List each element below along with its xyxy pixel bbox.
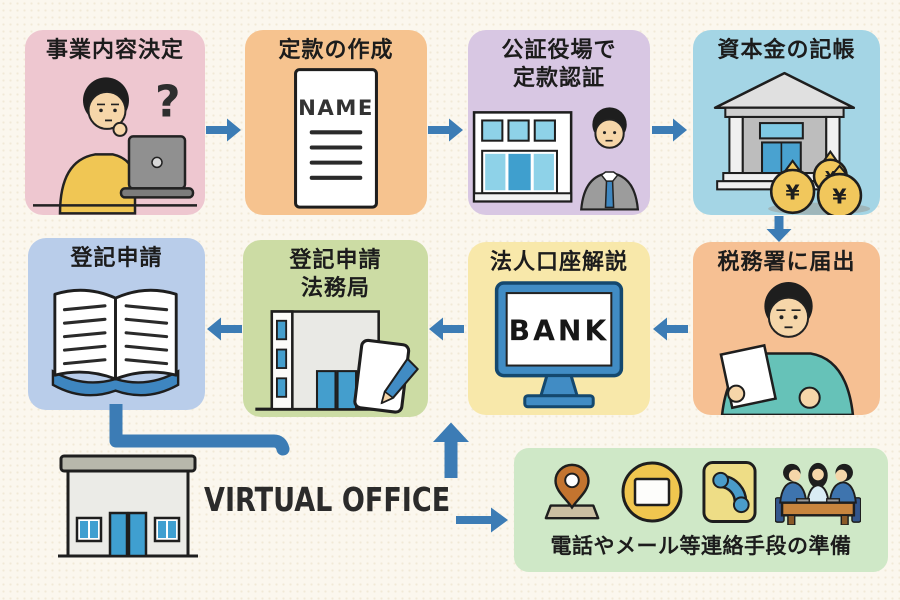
window [75, 516, 103, 543]
hand [112, 122, 128, 138]
roof [59, 454, 197, 473]
step-title: 定款の作成 [278, 30, 393, 65]
step-title-line: 法人口座解説 [489, 250, 628, 275]
phone-icon [702, 461, 757, 523]
step-title: 登記申請 法務局 [289, 240, 381, 303]
step-title-line: 定款認証 [512, 66, 605, 92]
connector-registration-virtual-office [109, 404, 290, 456]
face [767, 296, 810, 339]
window [153, 516, 181, 543]
fist [798, 386, 821, 409]
bank-screen-text: BANK [509, 315, 610, 348]
person-thinking-laptop-icon: ? [33, 77, 197, 215]
step-card-registration: 登記申請 [28, 238, 205, 410]
face [87, 91, 127, 131]
step-title-line: 定款の作成 [278, 38, 394, 63]
virtual-office-building-icon [58, 454, 198, 558]
reading-person [719, 282, 855, 415]
step-card-capital-deposit: 資本金の記帳 ¥ ¥ [693, 30, 880, 215]
arrow-down-step4-step5 [766, 216, 792, 242]
money-bag [816, 172, 863, 215]
contact-caption: 電話やメール等連絡手段の準備 [550, 534, 852, 558]
bank-money-icon: ¥ ¥ ¥ [713, 71, 871, 215]
door [108, 511, 129, 558]
arrow-left-step5-step6 [653, 317, 688, 341]
application-memo [353, 339, 419, 414]
contact-icons-row [541, 457, 861, 527]
laptop [119, 135, 195, 199]
yen-symbol: ¥ [832, 185, 846, 209]
step-card-business-decision: 事業内容決定 ? [25, 30, 205, 215]
arrow-right-step2-step3 [428, 118, 463, 142]
person-left [779, 463, 808, 504]
money-bags: ¥ ¥ ¥ [769, 150, 863, 215]
bank-monitor-icon: BANK [494, 281, 624, 409]
step-title: 公証役場で 定款認証 [501, 30, 616, 93]
arrow-right-virtual-office-contact [456, 507, 508, 533]
table [780, 501, 856, 517]
book-cover [51, 369, 180, 397]
step-title-line: 事業内容決定 [45, 38, 184, 63]
step-title: 事業内容決定 [46, 30, 184, 65]
document-name-text: NAME [298, 96, 374, 121]
tie [604, 180, 615, 209]
step-card-corporate-account: 法人口座解説 BANK [468, 242, 650, 415]
arrow-right-step1-step2 [206, 118, 241, 142]
hand [727, 384, 746, 403]
step-title: 税務署に届出 [717, 242, 855, 277]
location-pin-icon [544, 463, 600, 520]
person-right [828, 463, 857, 504]
contact-methods-box: 電話やメール等連絡手段の準備 [514, 448, 888, 572]
thinking-person [58, 77, 137, 215]
step-title-line: 税務署に届出 [717, 250, 856, 275]
yen-symbol: ¥ [786, 181, 800, 205]
mail-card-icon [621, 461, 683, 523]
step-card-notary-certification: 公証役場で 定款認証 [468, 30, 650, 215]
arrow-up-virtual-office [433, 422, 469, 478]
registry-book [51, 289, 180, 397]
arrow-left-step7-step8 [207, 317, 242, 341]
document-icon: NAME [294, 68, 378, 209]
articles-document: NAME [294, 68, 378, 209]
step-card-tax-notification: 税務署に届出 [693, 242, 880, 415]
notary-building [472, 111, 573, 203]
businessman [580, 107, 640, 211]
step-title: 登記申請 [70, 238, 162, 273]
arrow-right-step3-step4 [652, 118, 687, 142]
step-title-line: 法務局 [300, 276, 370, 302]
step-title-line: 登記申請 [70, 246, 163, 271]
open-book-icon [51, 289, 180, 397]
virtual-office-title: VIRTUAL OFFICE [204, 480, 451, 519]
question-mark: ? [155, 77, 181, 128]
step-title-line: 資本金の記帳 [717, 38, 856, 63]
arrow-left-step6-step7 [429, 317, 464, 341]
step-title-line: 公証役場で [501, 38, 617, 63]
step-title: 法人口座解説 [490, 242, 628, 277]
money-bag [769, 168, 816, 215]
page-lines [62, 304, 169, 366]
person-center [806, 462, 830, 504]
legal-bureau-icon [255, 310, 419, 414]
meeting-icon [775, 462, 861, 525]
step-card-articles-creation: 定款の作成 NAME [245, 30, 427, 215]
monitor: BANK [494, 281, 624, 409]
step-title-line: 登記申請 [289, 248, 382, 273]
face [594, 118, 625, 150]
step-card-registration-bureau: 登記申請 法務局 [243, 240, 428, 417]
person-reading-paper-icon [719, 282, 855, 415]
door [127, 511, 148, 558]
step-title: 資本金の記帳 [717, 30, 855, 65]
notary-office-icon [472, 107, 640, 211]
